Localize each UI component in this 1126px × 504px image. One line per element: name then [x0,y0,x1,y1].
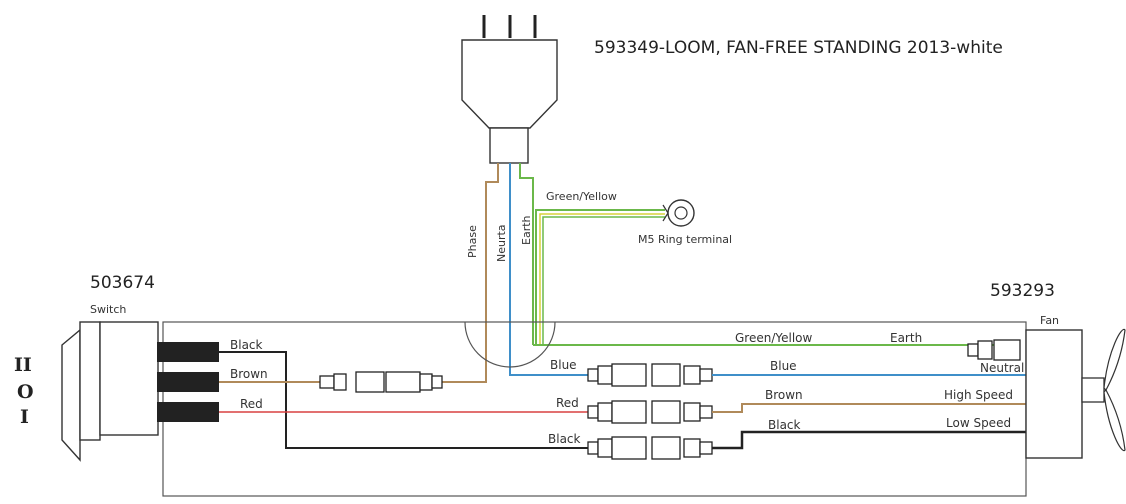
fan-label: Fan [1040,314,1059,327]
switch-position-2: II [14,354,32,376]
label-blue-mid: Blue [550,358,577,372]
label-gy-fan: Green/Yellow [735,331,813,345]
label-red-mid: Red [556,396,579,410]
ring-terminal-icon [662,199,695,227]
label-high-speed: High Speed [944,388,1013,402]
red-connector [587,400,713,424]
brown-wire-fan [712,403,1026,413]
black-connector [587,436,713,460]
label-neutral: Neurta [495,224,508,262]
blue-connector [587,363,713,387]
phase-connector [319,371,443,393]
label-brown-switch: Brown [230,367,268,381]
mains-plug [461,15,558,164]
switch-part-number: 503674 [90,273,155,293]
label-blue-fan: Blue [770,359,797,373]
plug-wires [440,163,1012,383]
label-gy-ground: Green/Yellow [546,190,617,203]
label-brown-fan: Brown [765,388,803,402]
label-phase: Phase [466,225,479,258]
label-neutral-fan: Neutral [980,361,1024,375]
fan-part-number: 593293 [990,281,1055,301]
label-black-fan: Black [768,418,801,432]
cable-grommet [464,321,556,368]
label-black-switch: Black [230,338,263,352]
switch-label: Switch [90,303,126,316]
label-earth-fan: Earth [890,331,922,345]
label-ring-terminal: M5 Ring terminal [638,233,732,246]
label-black-mid: Black [548,432,581,446]
rocker-switch [61,321,219,462]
label-earth: Earth [520,215,533,245]
black-wire-top [219,351,590,449]
label-low-speed: Low Speed [946,416,1011,430]
black-wire-fan [712,430,1026,450]
diagram-title: 593349-LOOM, FAN-FREE STANDING 2013-whit… [594,38,1003,58]
switch-position-1: I [20,406,29,428]
switch-position-0: O [17,381,34,403]
earth-connector [967,339,1021,361]
fan-unit [1025,328,1126,459]
label-red-switch: Red [240,397,263,411]
